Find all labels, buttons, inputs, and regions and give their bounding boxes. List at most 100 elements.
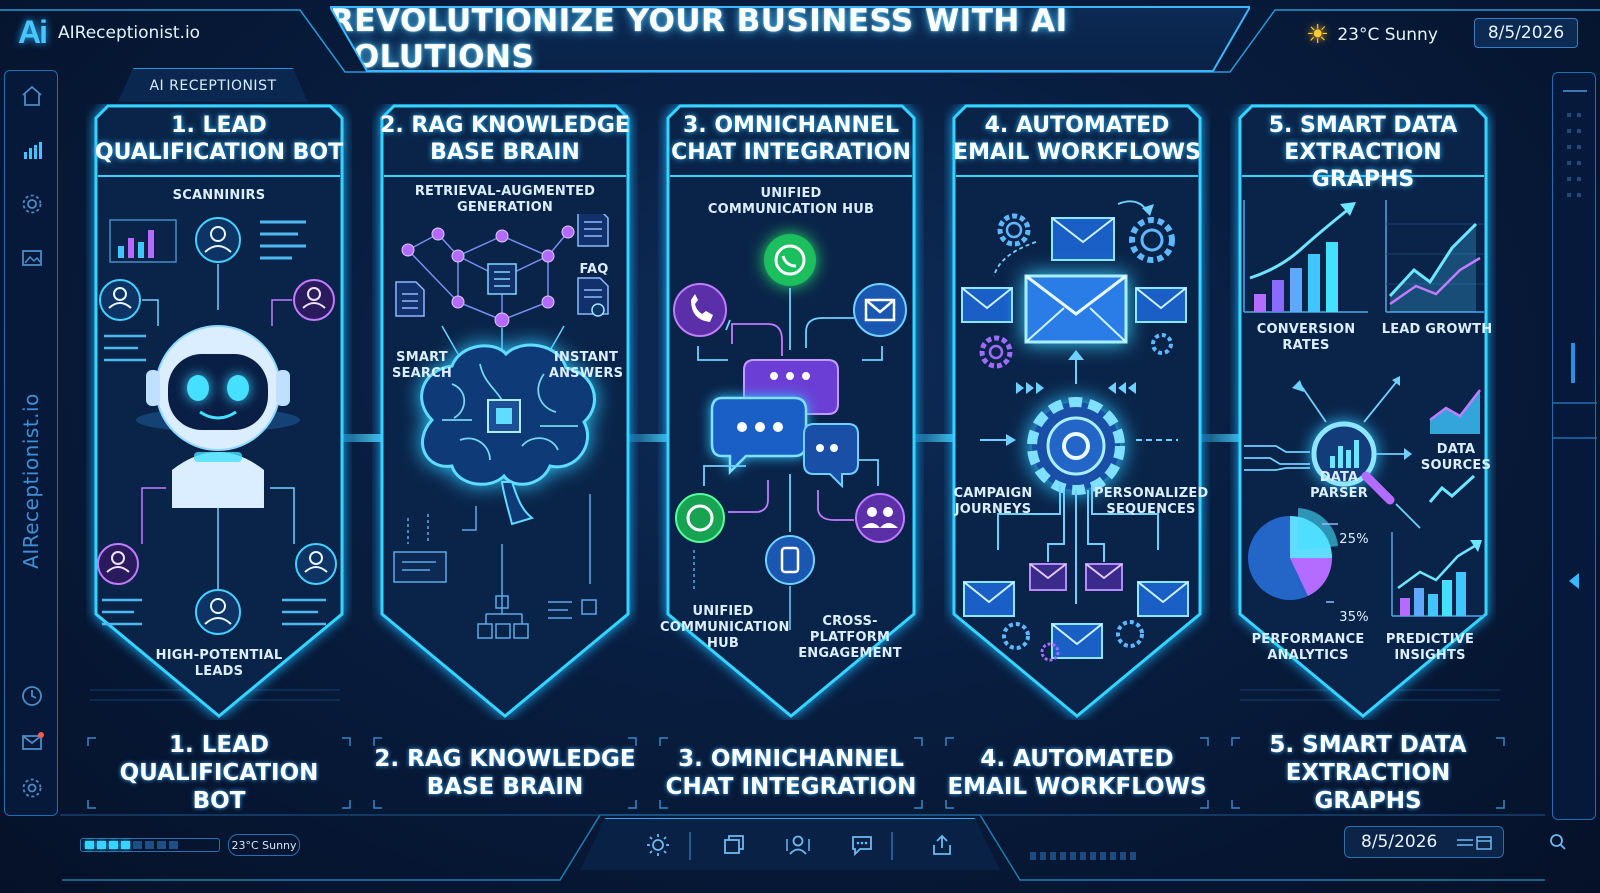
caption-omnichannel-chat: 3. OMNICHANNEL CHAT INTEGRATION bbox=[665, 746, 917, 800]
date-mini[interactable]: 8/5/2026 bbox=[1344, 826, 1504, 858]
robot-network-illustration bbox=[97, 217, 337, 635]
progress-segment bbox=[97, 841, 106, 849]
panel-title: 3. OMNICHANNEL CHAT INTEGRATION bbox=[671, 113, 911, 165]
panel-label-top: SCANNINIRS bbox=[172, 188, 266, 203]
gear-icon-top-right bbox=[1129, 217, 1175, 263]
panel-label-left: SMART SEARCH bbox=[392, 350, 452, 381]
gear-icon-mid-left bbox=[979, 335, 1013, 369]
mail-icon-bottom-right bbox=[1137, 581, 1189, 617]
share-icon[interactable] bbox=[928, 832, 956, 858]
progress-segment bbox=[109, 841, 118, 849]
panel-label-right: PERSONALIZED SEQUENCES bbox=[1094, 486, 1209, 517]
progress-segment bbox=[85, 841, 94, 849]
panel-label-sources: DATA SOURCES bbox=[1420, 442, 1492, 473]
list-lines-icon bbox=[260, 220, 306, 260]
chat-hub-illustration bbox=[673, 234, 907, 630]
category-tab[interactable]: AI RECEPTIONIST bbox=[118, 68, 308, 102]
user-icon-bottom-right bbox=[295, 543, 337, 585]
panel-email-workflows[interactable]: 4. AUTOMATED EMAIL WORKFLOWS bbox=[944, 104, 1210, 720]
gear-icon[interactable] bbox=[19, 191, 45, 217]
left-sidebar: AIReceptionist.io bbox=[4, 70, 58, 816]
panel-omnichannel-chat[interactable]: 3. OMNICHANNEL CHAT INTEGRATION UNIFIED … bbox=[658, 104, 924, 720]
weather-widget: ☀ 23°C Sunny bbox=[1306, 20, 1438, 50]
conversion-chart-icon bbox=[1243, 200, 1368, 313]
date-mini-text: 8/5/2026 bbox=[1361, 832, 1438, 852]
panel-label-chart1: CONVERSION RATES bbox=[1256, 322, 1356, 353]
mobile-icon bbox=[765, 535, 815, 585]
whatsapp-icon-top bbox=[764, 234, 816, 286]
panel-label-bottom-right: CROSS-PLATFORM ENGAGEMENT bbox=[798, 614, 902, 661]
search-icon[interactable] bbox=[1546, 830, 1570, 854]
panel-title: 2. RAG KNOWLEDGE BASE BRAIN bbox=[380, 113, 630, 165]
user-icon-left bbox=[99, 279, 141, 321]
group-icon bbox=[855, 493, 905, 543]
user-icon-center-bottom bbox=[195, 589, 241, 635]
clock-icon[interactable] bbox=[19, 683, 45, 709]
panel-label-bottom: HIGH-POTENTIAL LEADS bbox=[155, 648, 283, 679]
weather-mini: 23°C Sunny bbox=[228, 834, 300, 856]
progress-segment bbox=[133, 841, 142, 849]
right-sidebar-decoration bbox=[1553, 90, 1597, 589]
user-icon-top bbox=[195, 217, 241, 263]
mail-icon-top bbox=[1051, 217, 1115, 261]
user-icon[interactable] bbox=[784, 832, 812, 858]
lead-growth-chart-icon bbox=[1385, 200, 1484, 313]
brand[interactable]: Ai AIReceptionist.io bbox=[18, 14, 200, 51]
panel-rag-knowledge[interactable]: 2. RAG KNOWLEDGE BASE BRAIN RETRIEVAL-AU… bbox=[372, 104, 638, 720]
mail-icon-small-right bbox=[1085, 563, 1123, 591]
chat-icon[interactable] bbox=[848, 832, 876, 858]
mail-icon-center-large bbox=[1024, 274, 1128, 344]
pie-chart-icon bbox=[1248, 508, 1338, 600]
title-banner: REVOLUTIONIZE YOUR BUSINESS WITH AI SOLU… bbox=[330, 6, 1250, 72]
mail-icon-right bbox=[1135, 287, 1187, 323]
panel-label-parser: DATA PARSER bbox=[1310, 470, 1368, 501]
gear-icons-bottom bbox=[1002, 620, 1144, 662]
progress-strip bbox=[80, 838, 220, 852]
panel-label-left: CAMPAIGN JOURNEYS bbox=[953, 486, 1033, 517]
sun-icon: ☀ bbox=[1306, 20, 1330, 50]
panel-title: 5. SMART DATA EXTRACTION GRAPHS bbox=[1268, 113, 1458, 192]
panel-lead-qualification[interactable]: 1. LEAD QUALIFICATION BOT SCANNINIRS bbox=[86, 104, 352, 720]
progress-segment bbox=[145, 841, 154, 849]
caption-email-workflows: 4. AUTOMATED EMAIL WORKFLOWS bbox=[947, 746, 1207, 800]
panel-label-analytics: PERFORMANCE ANALYTICS bbox=[1251, 632, 1365, 663]
brain-network-illustration bbox=[393, 214, 609, 639]
panel-label-chart2: LEAD GROWTH bbox=[1381, 322, 1493, 337]
caption-lead-qualification: 1. LEAD QUALIFICATION BOT bbox=[119, 732, 319, 814]
caption-data-extraction: 5. SMART DATA EXTRACTION GRAPHS bbox=[1269, 732, 1467, 814]
settings-icon[interactable] bbox=[19, 775, 45, 801]
chart-icon[interactable] bbox=[19, 137, 45, 163]
calendar-icon bbox=[1457, 835, 1493, 856]
brand-logo: Ai bbox=[18, 14, 48, 50]
gear-icon-mid-right bbox=[1151, 333, 1173, 355]
home-icon[interactable] bbox=[19, 83, 45, 109]
email-workflow-illustration bbox=[961, 200, 1189, 662]
panel-label-top: UNIFIED COMMUNICATION HUB bbox=[707, 186, 875, 217]
panel-label-pie-pct2: 35% bbox=[1339, 610, 1369, 625]
panel-title: 1. LEAD QUALIFICATION BOT bbox=[94, 113, 344, 165]
brain-icon bbox=[420, 343, 596, 526]
phone-icon bbox=[673, 283, 727, 337]
progress-segment bbox=[169, 841, 178, 849]
gear-icon-top-left bbox=[997, 213, 1031, 247]
mini-chart-icon bbox=[109, 219, 177, 263]
mail-icon-small-left bbox=[1029, 563, 1067, 591]
page-title: REVOLUTIONIZE YOUR BUSINESS WITH AI SOLU… bbox=[330, 3, 1068, 75]
window-icon[interactable] bbox=[720, 832, 748, 858]
caption-rag-knowledge: 2. RAG KNOWLEDGE BASE BRAIN bbox=[374, 746, 636, 800]
predictive-chart-icon bbox=[1391, 532, 1484, 617]
progress-segment bbox=[157, 841, 166, 849]
mail-icon-left bbox=[961, 287, 1013, 323]
mail-icon[interactable] bbox=[19, 729, 45, 755]
magnifier-icon bbox=[1311, 421, 1395, 505]
mail-icon-bottom-center bbox=[1051, 623, 1103, 659]
sun-icon[interactable] bbox=[644, 832, 672, 858]
panel-label-bottom-left: UNIFIED COMMUNICATION HUB bbox=[660, 604, 790, 651]
panel-title: 4. AUTOMATED EMAIL WORKFLOWS bbox=[953, 113, 1201, 165]
panel-data-extraction[interactable]: 5. SMART DATA EXTRACTION GRAPHS bbox=[1230, 104, 1496, 720]
image-icon[interactable] bbox=[19, 245, 45, 271]
panel-label-faq: FAQ bbox=[579, 262, 609, 277]
doc-icon-right bbox=[577, 277, 609, 317]
data-sources-icon bbox=[1429, 389, 1481, 434]
